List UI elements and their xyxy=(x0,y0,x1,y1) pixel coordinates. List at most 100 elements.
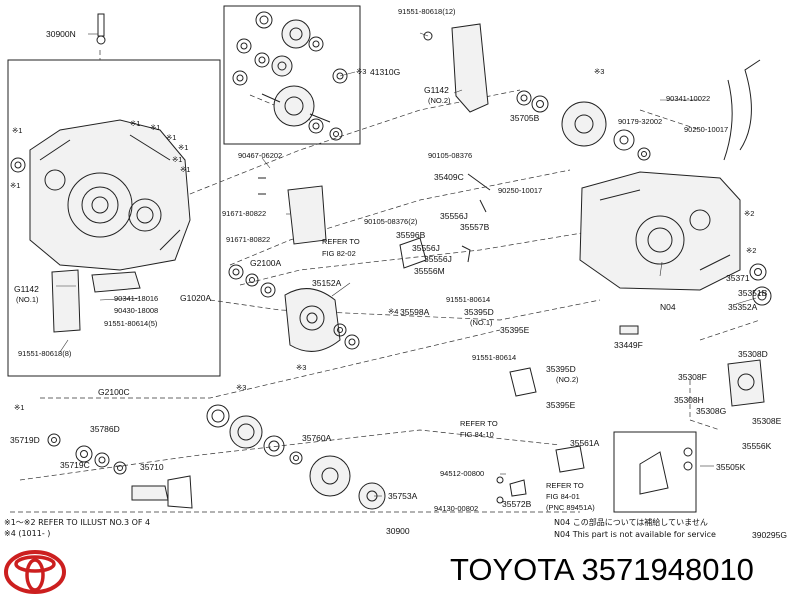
callout: 91671-80822 xyxy=(222,209,266,218)
callout: 30900N xyxy=(46,29,76,39)
callout: 90250-10017 xyxy=(684,125,728,134)
callout: 35786D xyxy=(90,424,120,434)
callout: 41310G xyxy=(370,67,400,77)
differential-group xyxy=(228,177,360,352)
callout: 90250-10017 xyxy=(498,186,542,195)
callout: 35308D xyxy=(738,349,768,359)
callout: 35395E xyxy=(546,400,576,410)
callout: 90430-18008 xyxy=(114,306,158,315)
callout: 35351B xyxy=(738,288,768,298)
callout: 35409C xyxy=(434,172,464,182)
callout: 35710 xyxy=(140,462,164,472)
toyota-logo-icon xyxy=(4,550,66,594)
callout: 35753A xyxy=(388,491,418,501)
callout: 35760A xyxy=(302,433,332,443)
callout: ※2 xyxy=(744,209,754,218)
callout: 35395E xyxy=(500,325,530,335)
callout: ※3 xyxy=(594,67,604,76)
gear-kit-group xyxy=(232,11,348,141)
gear-kit-frame xyxy=(223,5,361,145)
callout: ※1 xyxy=(178,143,188,152)
callout: 94512-00800 xyxy=(440,469,484,478)
part-number: 3571948010 xyxy=(581,552,754,587)
callout: (NO.1) xyxy=(470,318,493,327)
callout: ※1 xyxy=(150,123,160,132)
output-shaft-group xyxy=(47,433,193,509)
callout: 90105-08376(2) xyxy=(364,217,418,226)
callout: 35371 xyxy=(726,273,750,283)
callout: (NO.2) xyxy=(428,96,451,105)
callout: 35556J xyxy=(440,211,468,221)
callout: G1020A xyxy=(180,293,212,303)
bottom-ref: 30900 xyxy=(386,526,410,536)
callout: 35395D xyxy=(464,307,494,317)
brand-caption: TOYOTA 3571948010 xyxy=(450,552,754,588)
sensor-detail-frame xyxy=(613,431,697,513)
callout: 35572B xyxy=(502,499,532,509)
callout: ※1 xyxy=(10,181,20,190)
lower-right-parts xyxy=(496,359,765,504)
callout: ※1 xyxy=(166,133,176,142)
footnote: ※4 (1011- ) xyxy=(4,529,50,538)
legend-line-jp: N04 この部品については補給していません xyxy=(554,517,708,527)
callout: 90341-10022 xyxy=(666,94,710,103)
callout: 91671-80822 xyxy=(226,235,270,244)
callout: ※1 xyxy=(14,403,24,412)
figure-code: 390295G xyxy=(752,530,787,540)
callout: 35308F xyxy=(678,372,707,382)
callout: ※3 xyxy=(236,383,246,392)
callout: 35505K xyxy=(716,462,746,472)
callout: REFER TO xyxy=(322,237,360,246)
callout: 90467-06202 xyxy=(238,151,282,160)
callout: 35719D xyxy=(10,435,40,445)
leader-lines xyxy=(56,32,757,497)
callout: 90179-32002 xyxy=(618,117,662,126)
callout: 35556K xyxy=(742,441,772,451)
footnote: ※1～※2 REFER TO ILLUST NO.3 OF 4 xyxy=(4,518,150,527)
callout: ※1 xyxy=(180,165,190,174)
callout: ※3 xyxy=(296,363,306,372)
callout: 91551-80614 xyxy=(446,295,490,304)
callout: FIG 82-02 xyxy=(322,249,356,258)
callout: 35557B xyxy=(460,222,490,232)
callout: ※1 xyxy=(130,119,140,128)
callout: ※3 xyxy=(356,67,366,76)
callout: REFER TO xyxy=(460,419,498,428)
callout: 94130-00802 xyxy=(434,504,478,513)
callout: 35556J xyxy=(412,243,440,253)
callout: FIG 84-01 xyxy=(546,492,580,501)
exploded-parts-diagram: 30900N ※1 ※1 G1142 (NO.1) 91551-80618(8)… xyxy=(4,5,787,540)
callout: N04 xyxy=(660,302,676,312)
callout: 35395D xyxy=(546,364,576,374)
callout: 35719C xyxy=(60,460,90,470)
callout: 35352A xyxy=(728,302,758,312)
callout: (NO.2) xyxy=(556,375,579,384)
callout: (PNC 89451A) xyxy=(546,503,595,512)
transmission-case-left xyxy=(10,13,191,333)
callout: 35556J xyxy=(424,254,452,264)
callout: 35556M xyxy=(414,266,445,276)
callout: FIG 84-10 xyxy=(460,430,494,439)
transaxle-case-right xyxy=(516,59,772,335)
final-gear-group xyxy=(206,404,386,510)
callout: 33449F xyxy=(614,340,643,350)
legend-line-en: N04 This part is not available for servi… xyxy=(554,530,716,539)
callout: G1142 xyxy=(424,85,449,95)
callout: 35308G xyxy=(696,406,726,416)
callout: 90341-18016 xyxy=(114,294,158,303)
callout: 91551-80614(5) xyxy=(104,319,158,328)
left-case-frame xyxy=(7,59,221,377)
callout: 91551-80614 xyxy=(472,353,516,362)
callout: 35596B xyxy=(396,230,426,240)
callout: G1142 xyxy=(14,284,39,294)
callout-labels: 30900N ※1 ※1 G1142 (NO.1) 91551-80618(8)… xyxy=(10,7,782,513)
callout: REFER TO xyxy=(546,481,584,490)
callout: (NO.1) xyxy=(16,295,39,304)
callout: ※1 xyxy=(12,126,22,135)
callout: 91551-80618(12) xyxy=(398,7,456,16)
callout: ※2 xyxy=(746,246,756,255)
callout: 35598A xyxy=(400,307,430,317)
callout: 91551-80618(8) xyxy=(18,349,72,358)
callout: 35308E xyxy=(752,416,782,426)
